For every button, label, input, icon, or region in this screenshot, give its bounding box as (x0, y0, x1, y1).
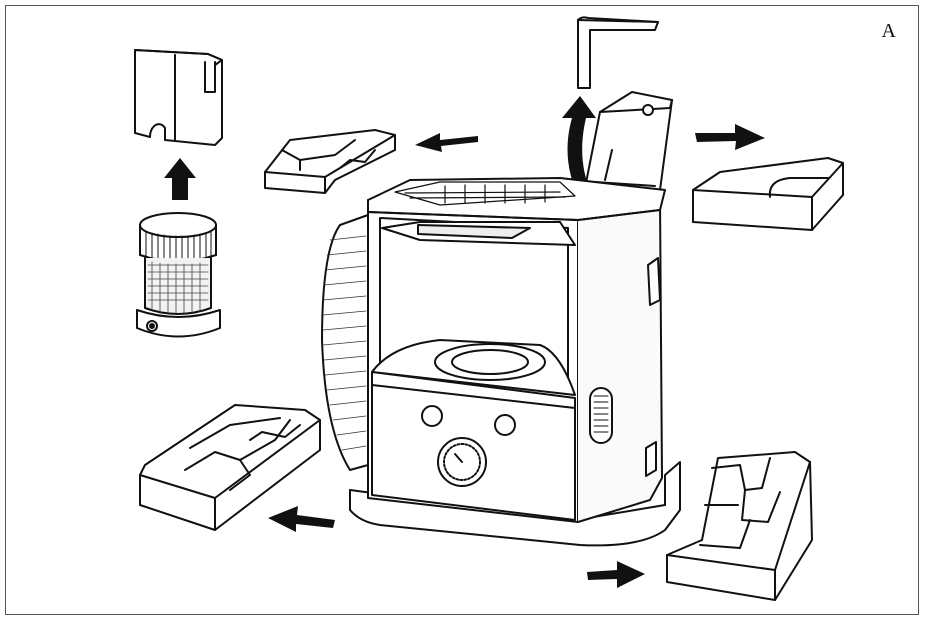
figure-label: A (881, 20, 896, 42)
heater-unit-icon (322, 178, 680, 545)
lower-left-foam-tray-icon (140, 405, 320, 530)
figure-frame (5, 5, 919, 615)
arrow-left-bottom-icon (268, 506, 335, 532)
arrow-right-bottom-icon (587, 561, 645, 588)
arrow-right-icon (695, 124, 765, 150)
top-cover-piece-icon (135, 50, 222, 145)
open-lid-icon (585, 92, 672, 190)
lower-right-foam-tray-icon (667, 452, 812, 600)
right-box-block-icon (693, 158, 843, 230)
arrow-up-icon (164, 158, 196, 200)
curved-arrow-up-icon (562, 96, 596, 200)
wick-cartridge-icon (137, 213, 220, 337)
arrow-left-icon (415, 133, 478, 152)
upper-foam-block-icon (265, 130, 395, 193)
l-shaped-handle-icon (578, 17, 658, 88)
